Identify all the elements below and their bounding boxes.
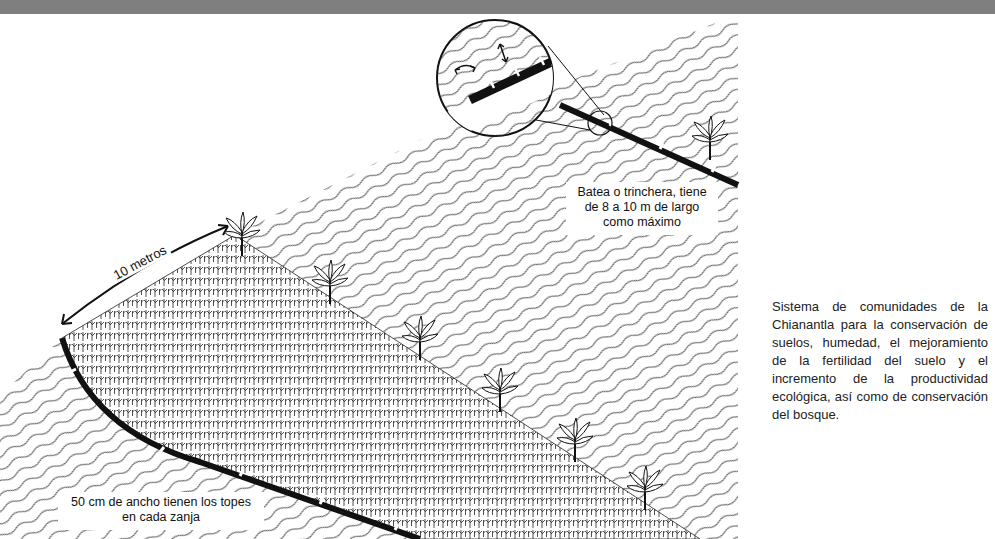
callout-text: 50 cm de ancho tienen los topes en cada …	[63, 495, 259, 525]
banana-plants	[224, 116, 728, 510]
soil-band	[235, 14, 738, 539]
callout-box: 50 cm de ancho tienen los topes en cada …	[58, 492, 264, 530]
trench	[62, 338, 420, 539]
arrow-head	[62, 314, 72, 324]
zoom-marker	[588, 111, 612, 135]
dimension-line	[62, 226, 228, 324]
trench	[560, 105, 738, 185]
callout-text: Batea o trinchera, tiene de 8 a 10 m de …	[571, 185, 713, 230]
callout-box: Batea o trinchera, tiene de 8 a 10 m de …	[566, 182, 718, 235]
dimension-label: 10 metros	[108, 241, 171, 284]
zoom-detail	[430, 15, 560, 145]
caption-text: Sistema de comunidades de la Chianantla …	[772, 298, 988, 424]
header-bar	[0, 0, 995, 14]
